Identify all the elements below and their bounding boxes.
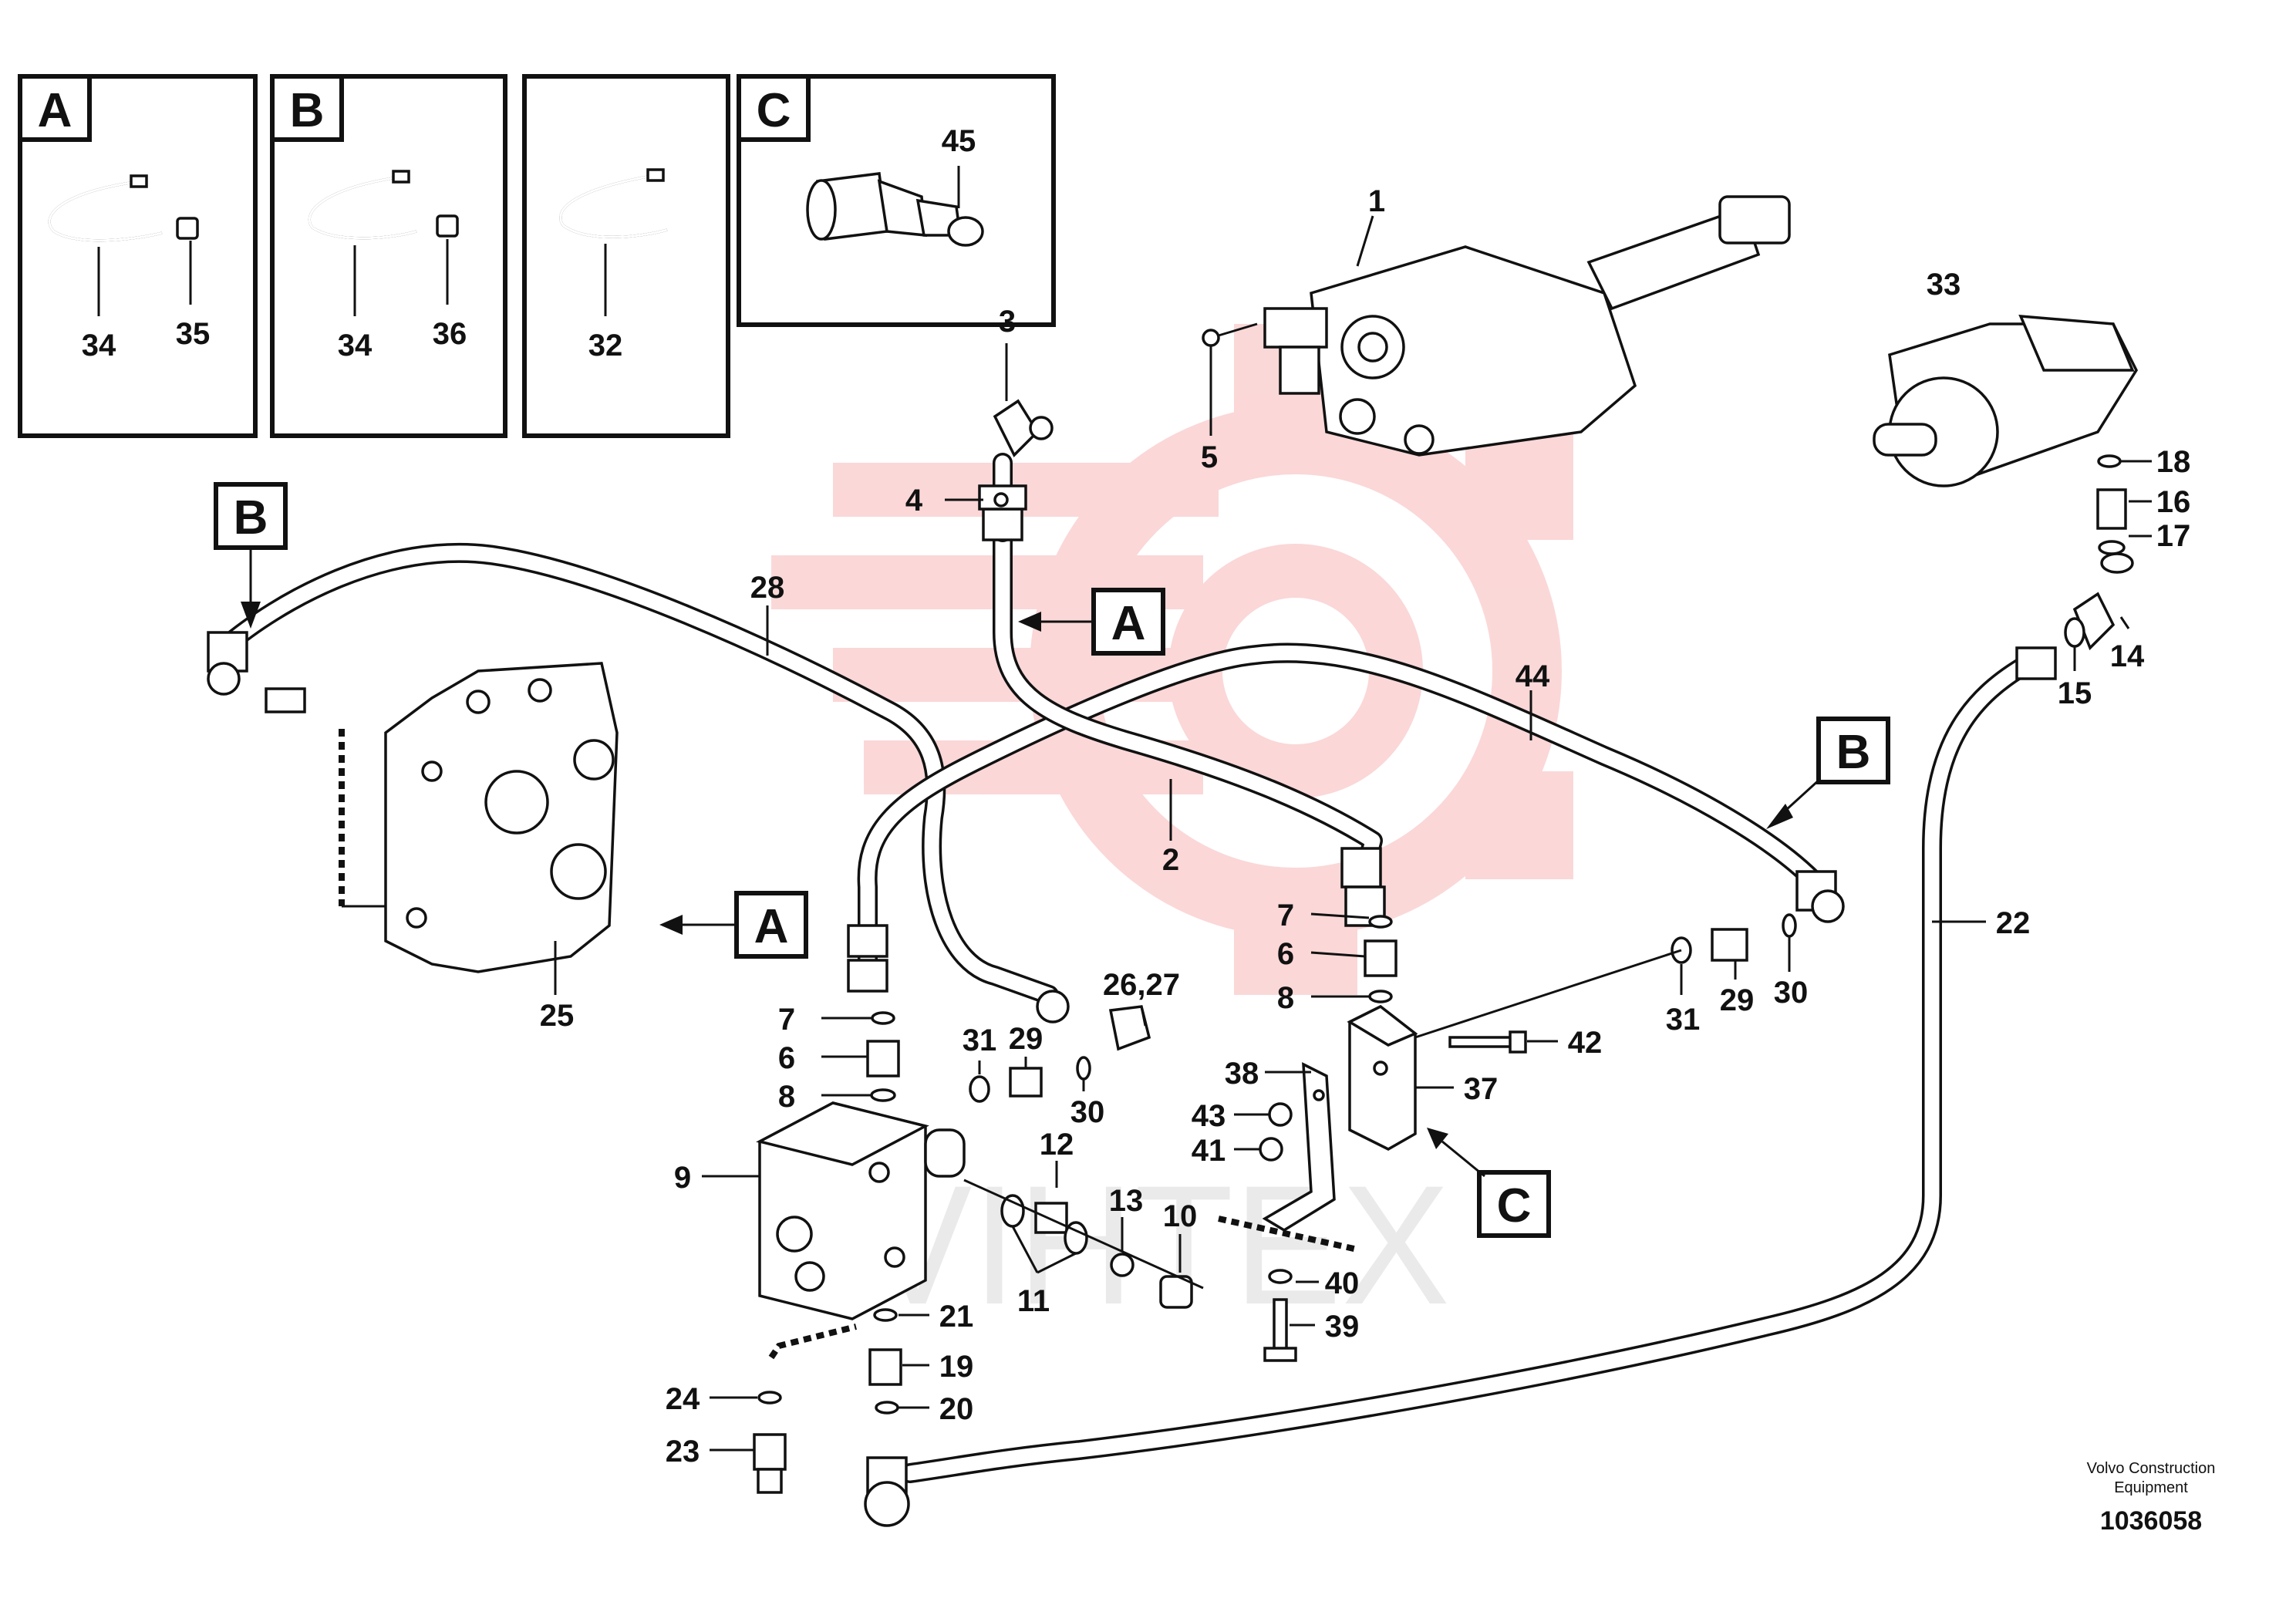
callout-5: 5 xyxy=(1201,440,1218,474)
callout-31-b: 31 xyxy=(1666,1003,1701,1037)
callout-25: 25 xyxy=(540,999,575,1033)
callout-1: 1 xyxy=(1368,184,1385,218)
main-pump xyxy=(1202,195,1791,457)
callout-29-b: 29 xyxy=(1720,983,1755,1017)
detail-box-b: B 34 36 xyxy=(270,74,507,438)
callout-7-b: 7 xyxy=(1277,899,1294,932)
callout-39: 39 xyxy=(1325,1310,1360,1344)
callout-30-a: 30 xyxy=(1070,1095,1105,1129)
fittings-16-17-18 xyxy=(2064,454,2134,648)
fittings-6-7-8-left xyxy=(866,1011,900,1102)
svg-text:B: B xyxy=(1836,726,1871,779)
callout-12: 12 xyxy=(1040,1128,1074,1162)
ref-box-a-lower: A xyxy=(659,891,808,959)
callout-24: 24 xyxy=(666,1382,700,1416)
callout-15: 15 xyxy=(2058,676,2092,710)
detail-box-c1: 32 xyxy=(522,74,730,438)
callout-14: 14 xyxy=(2110,639,2145,673)
watermark-text: VIHTEX xyxy=(864,1150,1450,1340)
test-nipple-23-24 xyxy=(753,1391,787,1494)
footer-line2: Equipment xyxy=(2114,1479,2188,1496)
callout-11: 11 xyxy=(1017,1284,1050,1318)
drawing-number: 1036058 xyxy=(2100,1506,2202,1536)
callout-2: 2 xyxy=(1162,843,1179,877)
callout-34-b: 34 xyxy=(338,329,373,363)
callout-21: 21 xyxy=(939,1300,974,1334)
callout-22: 22 xyxy=(1996,906,2031,940)
bolt-39-washer-40 xyxy=(1263,1269,1297,1362)
callout-43: 43 xyxy=(1192,1099,1226,1133)
ref-box-b-right: B xyxy=(1766,717,1890,829)
callout-16: 16 xyxy=(2156,485,2191,519)
callout-32: 32 xyxy=(588,329,623,363)
box-letter-a: A xyxy=(38,84,72,137)
ref-box-a-upper: A xyxy=(1018,588,1165,656)
hose-2 xyxy=(993,522,1383,882)
footer-line1: Volvo Construction xyxy=(2087,1460,2216,1477)
callout-44: 44 xyxy=(1515,659,1550,693)
detail-box-a: A 34 35 xyxy=(18,74,258,438)
valve-block-25 xyxy=(384,662,619,973)
fittings-29-30-31-right xyxy=(1671,913,1797,964)
fittings-19-21-20 xyxy=(868,1308,902,1415)
callout-3: 3 xyxy=(999,305,1016,339)
callout-23: 23 xyxy=(666,1435,700,1469)
callout-37: 37 xyxy=(1464,1072,1499,1106)
callout-6-b: 6 xyxy=(1277,937,1294,971)
callout-40: 40 xyxy=(1325,1266,1360,1300)
hose-fittings xyxy=(207,399,2116,1527)
fittings-6-7-8-right xyxy=(1364,915,1397,1003)
svg-text:B: B xyxy=(234,491,268,545)
pressure-switch-part xyxy=(806,172,984,247)
callout-45: 45 xyxy=(942,124,976,158)
callout-35: 35 xyxy=(176,317,211,351)
box-letter-c-detail: C xyxy=(757,84,791,137)
nut-43 xyxy=(1268,1102,1293,1127)
callout-10: 10 xyxy=(1163,1199,1198,1233)
bolt-42 xyxy=(1448,1030,1527,1054)
callout-28: 28 xyxy=(750,571,785,605)
callout-30-b: 30 xyxy=(1774,976,1809,1010)
fitting-25 xyxy=(265,687,306,713)
callout-4: 4 xyxy=(905,484,923,518)
callout-7-a: 7 xyxy=(778,1003,795,1037)
detail-box-c: C 45 xyxy=(737,74,1056,327)
callout-8-b: 8 xyxy=(1277,981,1294,1015)
callout-20: 20 xyxy=(939,1392,974,1426)
hose-22 xyxy=(900,653,2038,1483)
callout-33: 33 xyxy=(1927,268,1961,302)
callout-36: 36 xyxy=(433,317,467,351)
callout-13: 13 xyxy=(1109,1184,1144,1218)
motor-33 xyxy=(1873,315,2139,487)
ref-box-c: C xyxy=(1427,1128,1551,1238)
callout-42: 42 xyxy=(1568,1026,1603,1060)
callout-34-a: 34 xyxy=(82,329,116,363)
callout-26-27: 26,27 xyxy=(1103,968,1180,1002)
callout-9: 9 xyxy=(674,1161,691,1195)
box-letter-b: B xyxy=(290,84,325,137)
svg-text:C: C xyxy=(1497,1179,1532,1233)
callout-38: 38 xyxy=(1225,1057,1259,1091)
ref-box-b-left: B xyxy=(214,482,288,629)
callout-17: 17 xyxy=(2156,519,2191,553)
hose-44 xyxy=(857,642,1822,974)
nut-41 xyxy=(1259,1137,1283,1162)
valve-block-9 xyxy=(756,1101,966,1320)
hose-28 xyxy=(214,542,1059,1005)
callout-31-a: 31 xyxy=(963,1023,997,1057)
callout-19: 19 xyxy=(939,1350,974,1384)
callout-8-a: 8 xyxy=(778,1080,795,1114)
fittings-29-30-31-left xyxy=(969,1056,1091,1103)
callout-6-a: 6 xyxy=(778,1041,795,1075)
callout-29-a: 29 xyxy=(1009,1022,1043,1056)
block-37 xyxy=(1347,1004,1418,1151)
callout-18: 18 xyxy=(2156,445,2191,479)
svg-text:A: A xyxy=(754,900,789,953)
callout-41: 41 xyxy=(1192,1134,1226,1168)
svg-text:A: A xyxy=(1111,597,1146,650)
